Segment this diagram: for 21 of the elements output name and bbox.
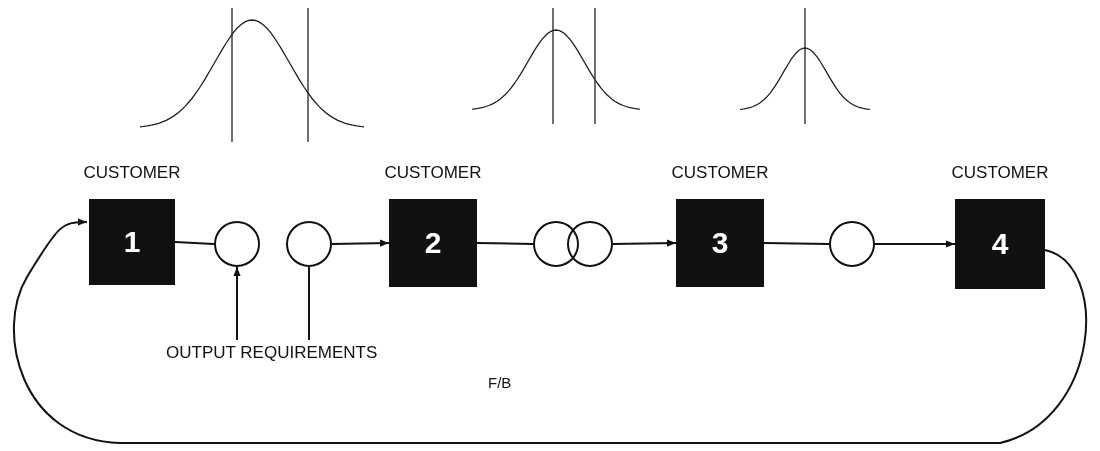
circle-node	[214, 221, 260, 267]
customer-heading: CUSTOMER	[82, 163, 182, 183]
circle-node	[533, 221, 579, 267]
connector-arrow	[874, 240, 956, 248]
customer-heading: CUSTOMER	[670, 163, 770, 183]
circle-node	[286, 221, 332, 267]
customer-box: 3	[676, 199, 764, 287]
callout-text: OUTPUT REQUIREMENTS	[166, 343, 378, 363]
customer-heading: CUSTOMER	[950, 163, 1050, 183]
feedback-label: F/B	[488, 374, 512, 391]
circle-node	[567, 221, 613, 267]
leader-line	[308, 266, 310, 341]
customer-box: 4	[955, 199, 1045, 289]
customer-box: 1	[89, 199, 175, 285]
customer-heading: CUSTOMER	[383, 163, 483, 183]
connector-arrow	[612, 239, 677, 247]
customer-box: 2	[389, 199, 477, 287]
connector-arrow	[12, 218, 1088, 444]
leader-line	[233, 266, 241, 341]
circle-node	[829, 221, 875, 267]
connector-arrow	[331, 239, 390, 247]
